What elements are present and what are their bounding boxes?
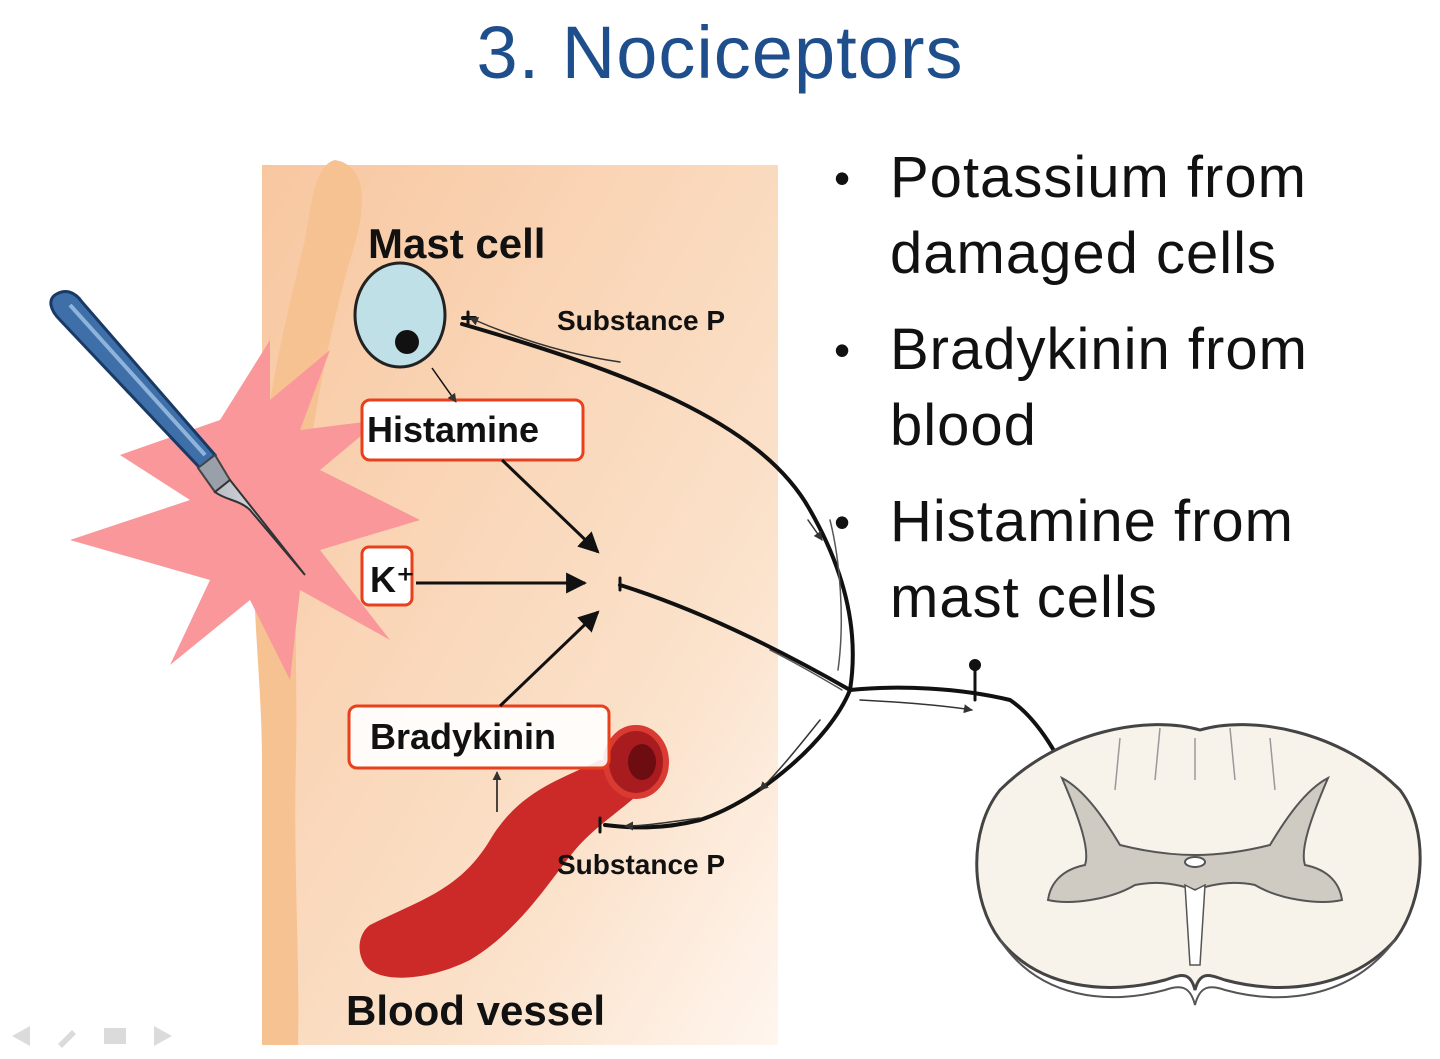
potassium-label: K⁺ xyxy=(370,559,415,600)
menu-icon[interactable] xyxy=(104,1028,126,1044)
bullet-text: Potassium from damaged cells xyxy=(890,145,1307,286)
bullet-item: • Bradykinin from blood xyxy=(830,312,1430,464)
mast-cell xyxy=(353,261,447,369)
skin-layer xyxy=(253,160,362,1045)
wound-burst-icon xyxy=(70,340,420,680)
slide-title: 3. Nociceptors xyxy=(476,11,964,94)
pen-icon[interactable] xyxy=(58,1030,76,1048)
previous-slide-icon[interactable] xyxy=(12,1026,30,1046)
bullet-item: • Potassium from damaged cells xyxy=(830,140,1430,292)
slide-nav-controls[interactable] xyxy=(8,1022,178,1050)
substance-p-bottom-label: Substance P xyxy=(557,849,725,880)
next-slide-icon[interactable] xyxy=(154,1026,172,1046)
bradykinin-label: Bradykinin xyxy=(370,716,556,757)
bullet-marker: • xyxy=(834,152,852,204)
chemical-arrows xyxy=(416,367,600,812)
histamine-box xyxy=(360,398,585,462)
bullet-text: Histamine from mast cells xyxy=(890,489,1294,630)
bullet-marker: • xyxy=(834,324,852,376)
potassium-box xyxy=(360,545,414,607)
bullet-text: Bradykinin from blood xyxy=(890,317,1308,458)
bradykinin-box xyxy=(347,704,611,770)
bullet-list: • Potassium from damaged cells • Bradyki… xyxy=(830,140,1430,656)
scalpel-icon xyxy=(49,290,306,576)
histamine-label: Histamine xyxy=(367,409,539,450)
bullet-item: • Histamine from mast cells xyxy=(830,484,1430,636)
blood-vessel-label: Blood vessel xyxy=(346,987,605,1034)
spinal-cord-icon xyxy=(975,723,1422,1006)
substance-p-top-label: Substance P xyxy=(557,305,725,336)
blood-vessel xyxy=(359,725,669,978)
bullet-marker: • xyxy=(834,496,852,548)
mast-cell-label: Mast cell xyxy=(368,220,545,267)
